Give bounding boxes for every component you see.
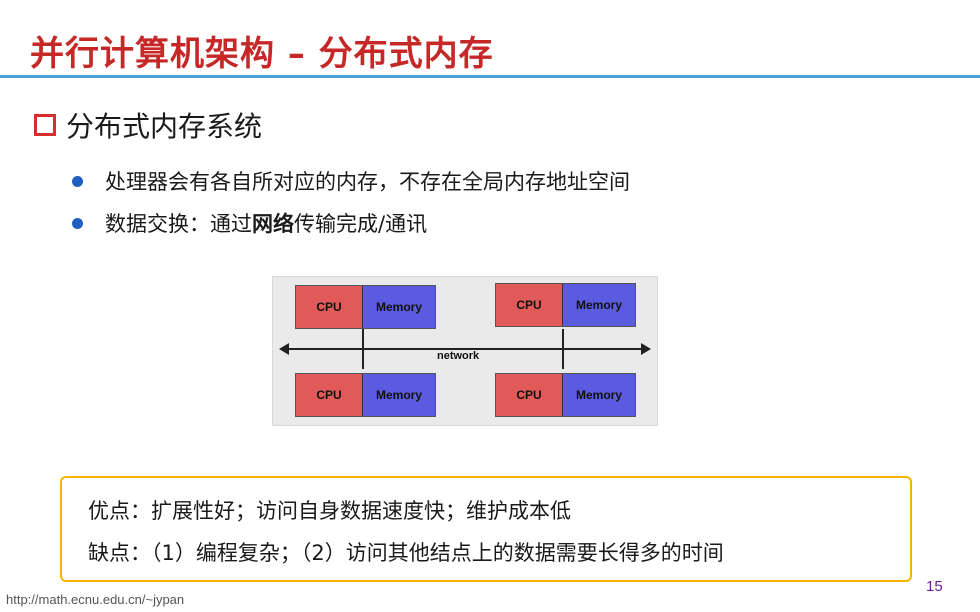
network-line — [287, 348, 643, 350]
page-number: 15 — [926, 578, 943, 595]
memory-box: Memory — [562, 374, 635, 416]
bullet-text-prefix: 数据交换：通过 — [105, 212, 252, 236]
node-connector — [362, 349, 364, 369]
network-label: network — [437, 350, 480, 362]
memory-box: Memory — [562, 284, 635, 326]
pros-cons-box: 优点：扩展性好；访问自身数据速度快；维护成本低 缺点：（1）编程复杂；（2）访问… — [60, 476, 912, 582]
bullet-dot-icon — [72, 175, 83, 187]
title-divider — [0, 75, 980, 78]
cpu-box: CPU — [496, 374, 562, 416]
node-top-right: CPU Memory — [495, 283, 636, 327]
square-bullet-icon — [34, 114, 56, 136]
bullet-item: 处理器会有各自所对应的内存，不存在全局内存地址空间 — [72, 166, 630, 196]
bullet-text-bold: 网络 — [252, 212, 294, 236]
node-bottom-right: CPU Memory — [495, 373, 636, 417]
cpu-box: CPU — [296, 374, 362, 416]
arrow-right-icon — [641, 343, 651, 355]
node-connector — [562, 349, 564, 369]
section-heading-label: 分布式内存系统 — [66, 110, 263, 143]
bullet-text: 处理器会有各自所对应的内存，不存在全局内存地址空间 — [105, 170, 630, 194]
node-connector — [562, 329, 564, 349]
bullet-item: 数据交换：通过网络传输完成/通讯 — [72, 208, 630, 238]
cpu-box: CPU — [496, 284, 562, 326]
cpu-box: CPU — [296, 286, 362, 328]
memory-box: Memory — [362, 286, 435, 328]
node-top-left: CPU Memory — [295, 285, 436, 329]
distributed-memory-diagram: CPU Memory CPU Memory CPU Memory CPU Mem… — [272, 276, 658, 426]
node-connector — [362, 329, 364, 349]
bullet-list: 处理器会有各自所对应的内存，不存在全局内存地址空间 数据交换：通过网络传输完成/… — [72, 166, 630, 250]
cons-text: 缺点：（1）编程复杂；（2）访问其他结点上的数据需要长得多的时间 — [88, 541, 724, 565]
arrow-left-icon — [279, 343, 289, 355]
footer-url: http://math.ecnu.edu.cn/~jypan — [6, 592, 185, 607]
memory-box: Memory — [362, 374, 435, 416]
node-bottom-left: CPU Memory — [295, 373, 436, 417]
bullet-text-suffix: 传输完成/通讯 — [294, 212, 428, 236]
pros-text: 优点：扩展性好；访问自身数据速度快；维护成本低 — [88, 499, 571, 523]
bullet-dot-icon — [72, 217, 83, 229]
section-heading: 分布式内存系统 — [34, 105, 262, 145]
slide-title: 并行计算机架构 – 分布式内存 — [30, 34, 494, 74]
